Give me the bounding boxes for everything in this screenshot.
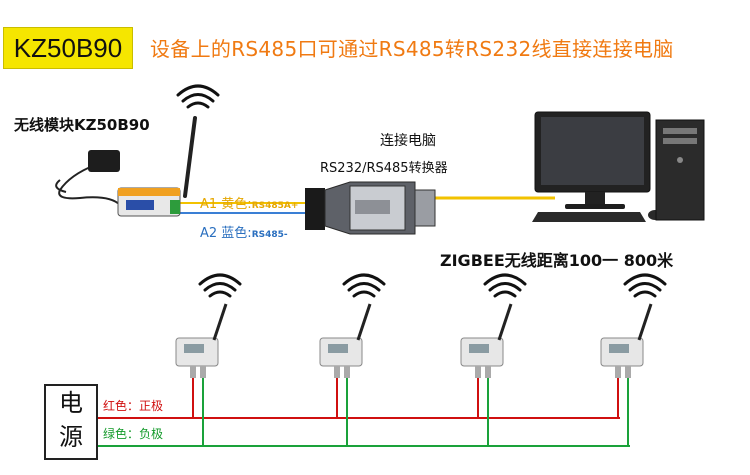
- range-label: ZIGBEE无线距离100一 800米: [440, 251, 674, 270]
- sensor-3-signal-icon: [483, 273, 527, 298]
- rs485-converter: [305, 181, 436, 235]
- sensor-1-signal-icon: [198, 273, 242, 298]
- module-signal-icon: [176, 84, 220, 109]
- sensor-node-4: [600, 303, 653, 446]
- power-char-1: 电: [59, 389, 83, 417]
- a1-wire-main: A1 黄色:: [200, 197, 252, 212]
- converter-label: RS232/RS485转换器: [320, 161, 448, 176]
- model-badge: KZ50B90: [3, 27, 133, 69]
- module-label: 无线模块KZ50B90: [14, 116, 150, 134]
- wireless-module: [117, 116, 197, 217]
- pc-tower: [655, 119, 705, 221]
- power-source-box: 电 源: [44, 384, 98, 460]
- red-wire-label: 红色：正极: [103, 399, 164, 413]
- sensor-2-signal-icon: [342, 273, 386, 298]
- a1-wire-label: A1 黄色:RS485A+: [200, 193, 298, 212]
- connect-pc-label: 连接电脑: [380, 133, 436, 149]
- power-adapter: [55, 150, 121, 206]
- sensor-4-signal-icon: [623, 273, 667, 298]
- green-wire-label: 绿色：负极: [103, 427, 164, 441]
- sensor-node-1: [175, 303, 228, 446]
- a2-wire-sub: RS485-: [251, 230, 288, 240]
- pc-monitor: [534, 111, 651, 209]
- sensor-node-3: [460, 303, 513, 446]
- a2-wire-main: A2 蓝色:: [200, 226, 252, 241]
- sensor-node-2: [319, 303, 372, 446]
- a2-wire-label: A2 蓝色:RS485-: [200, 222, 288, 241]
- power-char-2: 源: [59, 423, 83, 451]
- keyboard: [532, 212, 646, 222]
- headline: 设备上的RS485口可通过RS485转RS232线直接连接电脑: [150, 37, 674, 61]
- a1-wire-sub: RS485A+: [251, 201, 299, 211]
